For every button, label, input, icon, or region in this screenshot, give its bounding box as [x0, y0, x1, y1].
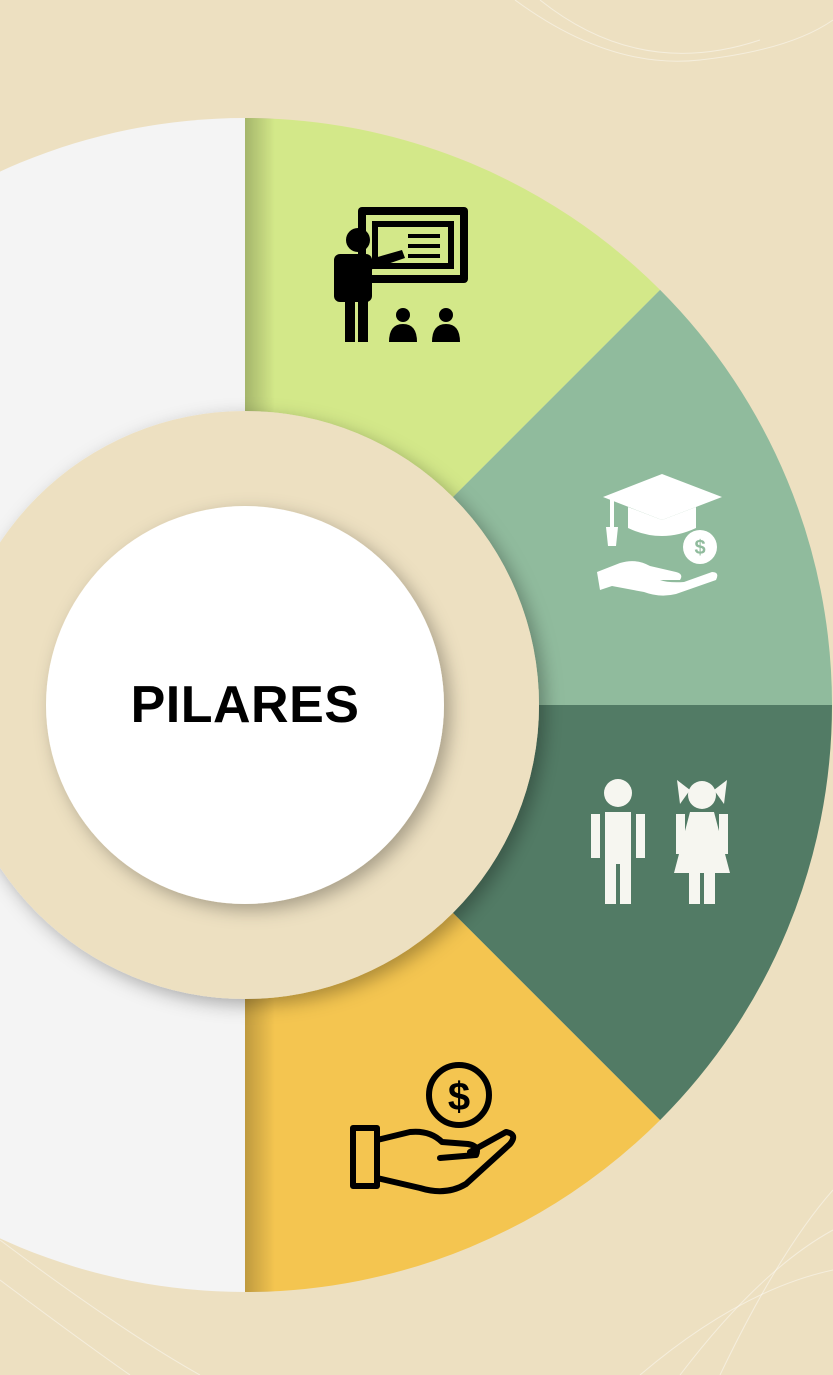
svg-text:$: $: [694, 537, 705, 559]
svg-text:$: $: [448, 1075, 470, 1119]
center-circle: [46, 506, 444, 904]
segment-education: [245, 118, 661, 498]
segment-children: [452, 705, 832, 1121]
graduation-cap-hand-money-icon: $: [597, 474, 722, 596]
boy-girl-icon: [591, 779, 730, 904]
segment-financial-support: [245, 912, 661, 1292]
center-label: PILARES: [130, 676, 360, 734]
teacher-presentation-icon: [334, 207, 468, 342]
hand-money-icon: $: [350, 1062, 517, 1195]
